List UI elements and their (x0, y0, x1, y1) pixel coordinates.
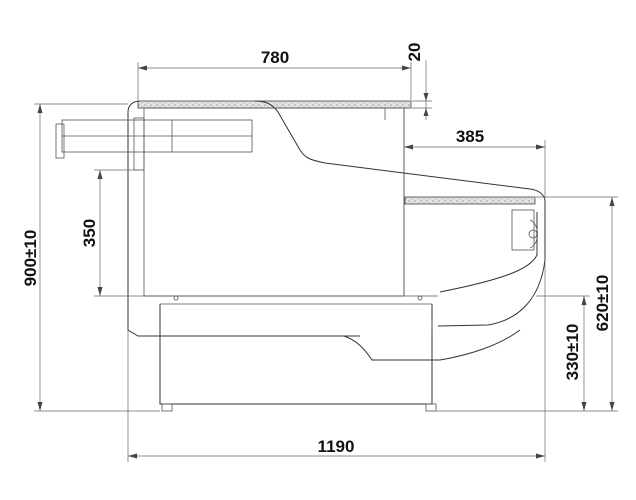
bolt-right (417, 295, 423, 301)
label-total-height: 900±10 (21, 230, 40, 287)
drawer-handle (55, 123, 65, 159)
label-counter-height: 620±10 (593, 275, 612, 332)
label-shelf-depth: 385 (456, 127, 484, 146)
drawer-clip (133, 117, 145, 171)
label-total-width: 1190 (318, 437, 355, 456)
label-inner-height: 350 (80, 219, 99, 247)
front-inner-curve (439, 212, 538, 293)
serving-shelf (404, 196, 536, 205)
cabinet-outline (55, 100, 546, 412)
label-base-height: 330±10 (563, 324, 582, 381)
arrow-900-top (37, 104, 43, 113)
arrow-385-left (404, 144, 413, 150)
top-worktop (137, 100, 412, 109)
base-bottom-curve (343, 329, 521, 361)
arrow-20-bottom (423, 108, 429, 116)
front-curve (437, 200, 546, 327)
arrow-620-bottom (609, 402, 615, 411)
bolt-left (173, 295, 179, 301)
arrow-350-top (97, 170, 103, 179)
rear-frame (127, 100, 360, 337)
dimension-labels: 780 20 385 350 900±10 620±10 330±10 1190 (21, 43, 612, 456)
arrow-780-left (138, 65, 147, 71)
dimension-lines (34, 60, 618, 462)
foot-right (425, 403, 437, 412)
arrow-330-bottom (581, 402, 587, 411)
arrow-1190-left (128, 453, 137, 459)
label-top-width: 780 (261, 48, 289, 67)
curved-glass (254, 100, 546, 201)
arrow-780-right (402, 65, 411, 71)
foot-left (161, 403, 173, 412)
label-worktop-thickness: 20 (405, 43, 424, 62)
arrow-20-top (423, 93, 429, 101)
arrow-1190-right (536, 453, 545, 459)
arrow-330-top (581, 296, 587, 305)
arrow-350-bottom (97, 287, 103, 296)
base-body (159, 304, 433, 405)
arrow-900-bottom (37, 402, 43, 411)
front-lamp-lens (529, 219, 538, 249)
arrow-385-right (536, 144, 545, 150)
front-lamp-bulb (528, 229, 538, 239)
front-lamp-housing (511, 209, 535, 251)
arrow-620-top (609, 197, 615, 206)
